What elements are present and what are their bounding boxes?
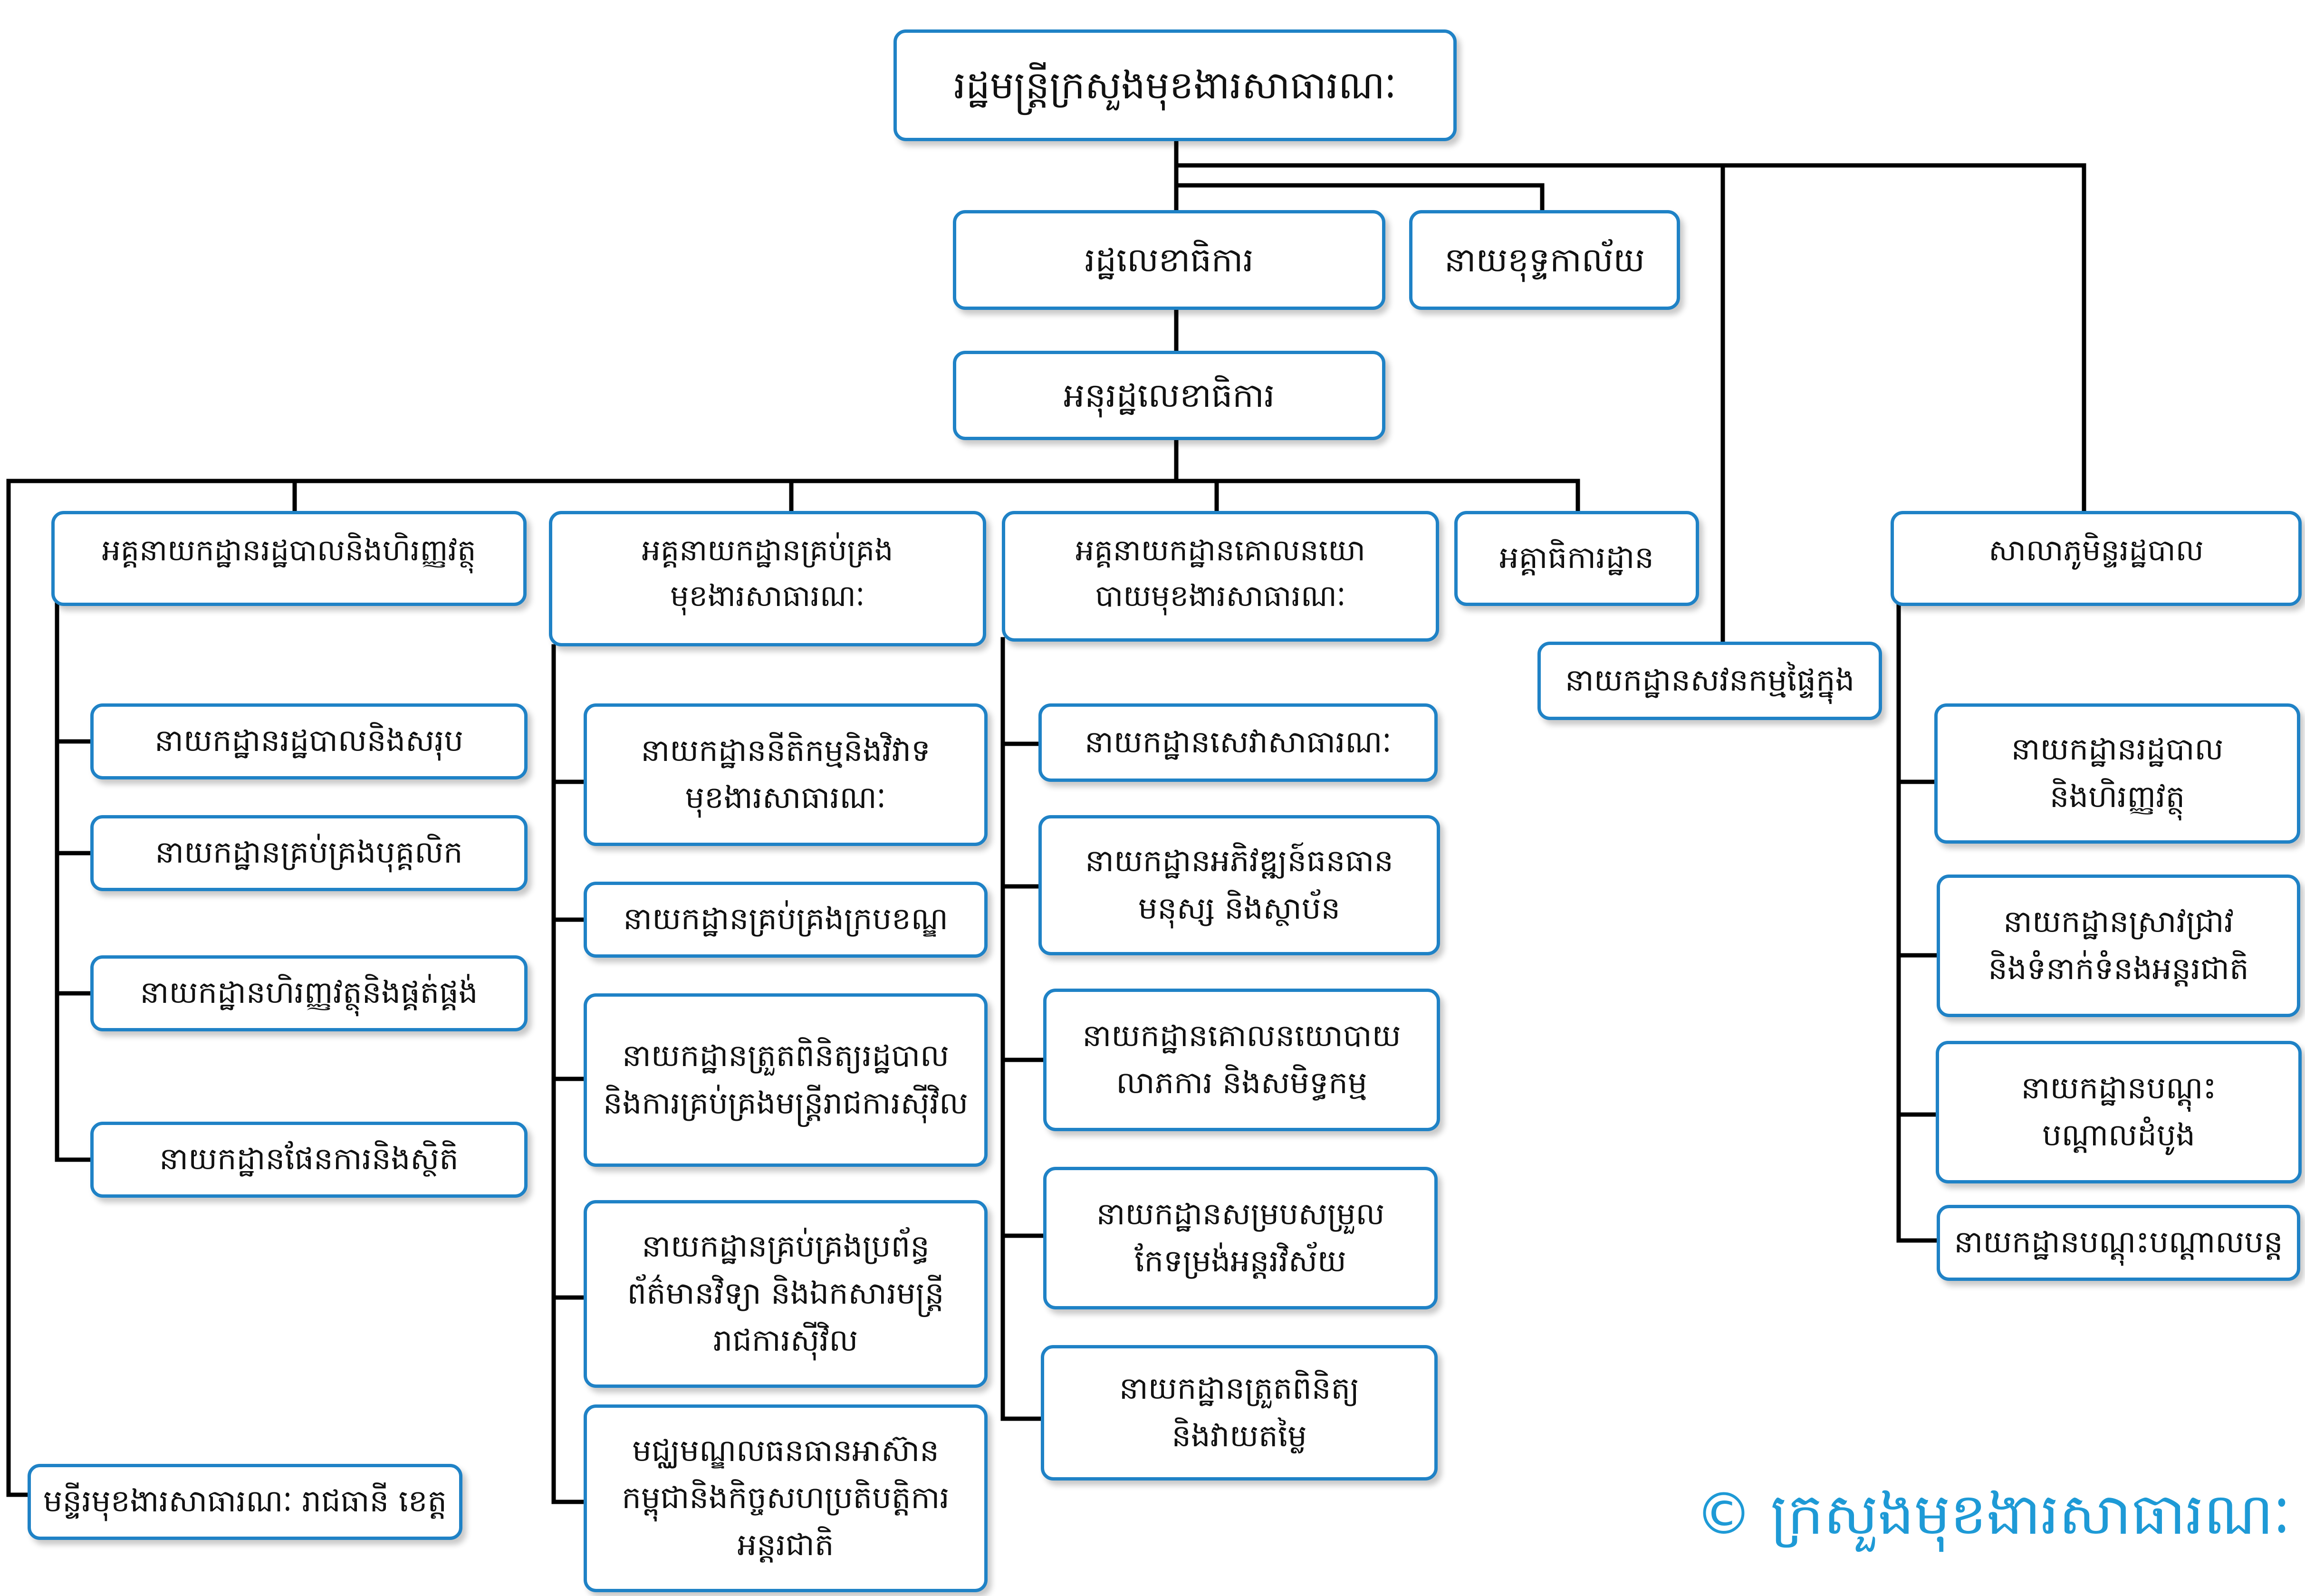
school-box: សាលាភូមិន្ទរដ្ឋបាល: [1891, 511, 2302, 606]
internal-audit-box: នាយកដ្ឋានសវនកម្មផ្ទៃក្នុង: [1537, 642, 1882, 720]
dept-box: នាយកដ្ឋានសេវាសាធារណៈ: [1038, 703, 1438, 782]
dept-box: នាយកដ្ឋានផែនការនិងស្ថិតិ: [90, 1122, 528, 1198]
dept-box: នាយកដ្ឋានគ្រប់គ្រងបុគ្គលិក: [90, 815, 528, 891]
dept-box: នាយកដ្ឋានហិរញ្ញវត្ថុនិងផ្គត់ផ្គង់: [90, 955, 528, 1031]
minister-box: រដ្ឋមន្ត្រីក្រសួងមុខងារសាធារណៈ: [893, 29, 1457, 141]
dept-box: នាយកដ្ឋានត្រួតពិនិត្យរដ្ឋបាល និងការគ្រប់…: [584, 993, 988, 1167]
dept-box: នាយកដ្ឋានគោលនយោបាយ លាភការ និងសមិទ្ធកម្ម: [1043, 989, 1440, 1131]
dept-box: នាយកដ្ឋានស្រាវជ្រាវ និងទំនាក់ទំនងអន្តរជា…: [1937, 875, 2300, 1017]
dept-box: នាយកដ្ឋាននីតិកម្មនិងវិវាទ មុខងារសាធារណៈ: [584, 703, 988, 846]
gd-policy-box: អគ្គនាយកដ្ឋានគោលនយោ បាយមុខងារសាធារណៈ: [1002, 511, 1439, 642]
gd-management-box: អគ្គនាយកដ្ឋានគ្រប់គ្រង មុខងារសាធារណៈ: [549, 511, 986, 646]
dept-box: នាយកដ្ឋានគ្រប់គ្រងក្របខណ្ឌ: [584, 882, 988, 958]
inspectorate-box: អគ្គាធិការដ្ឋាន: [1454, 511, 1699, 606]
dept-box: នាយកដ្ឋានរដ្ឋបាល និងហិរញ្ញវត្ថុ: [1934, 703, 2300, 844]
dept-box: នាយកដ្ឋានអភិវឌ្ឍន៍ធនធាន មនុស្ស និងស្ថាប័…: [1038, 815, 1440, 955]
provincial-box: មន្ទីរមុខងារសាធារណៈ រាជធានី ខេត្ត: [28, 1464, 462, 1540]
dept-box: នាយកដ្ឋានបណ្តុះបណ្តាលបន្ត: [1937, 1205, 2300, 1281]
dept-box: នាយកដ្ឋានសម្របសម្រួល កែទម្រង់អន្តរវិស័យ: [1043, 1167, 1438, 1309]
copyright-text: © ក្រសួងមុខងារសាធារណៈ: [1695, 1481, 2291, 1548]
undersecretary-box: អនុរដ្ឋលេខាធិការ: [953, 351, 1385, 440]
dept-box: នាយកដ្ឋានបណ្តុះ បណ្តាលដំបូង: [1936, 1041, 2302, 1183]
cabinet-box: នាយខុទ្ទកាល័យ: [1409, 210, 1680, 310]
dept-box: នាយកដ្ឋានត្រួតពិនិត្យ និងវាយតម្លៃ: [1041, 1345, 1438, 1481]
dept-box: នាយកដ្ឋានគ្រប់គ្រងប្រព័ន្ធ ព័ត៌មានវិទ្យា…: [584, 1200, 988, 1388]
gd-admin-finance-box: អគ្គនាយកដ្ឋានរដ្ឋបាលនិងហិរញ្ញវត្ថុ: [51, 511, 527, 606]
dept-box: មជ្ឈមណ្ឌលធនធានអាស៊ាន កម្ពុជានិងកិច្ចសហប្…: [584, 1404, 988, 1592]
dept-box: នាយកដ្ឋានរដ្ឋបាលនិងសរុប: [90, 703, 528, 779]
secretary-of-state-box: រដ្ឋលេខាធិការ: [953, 210, 1385, 310]
